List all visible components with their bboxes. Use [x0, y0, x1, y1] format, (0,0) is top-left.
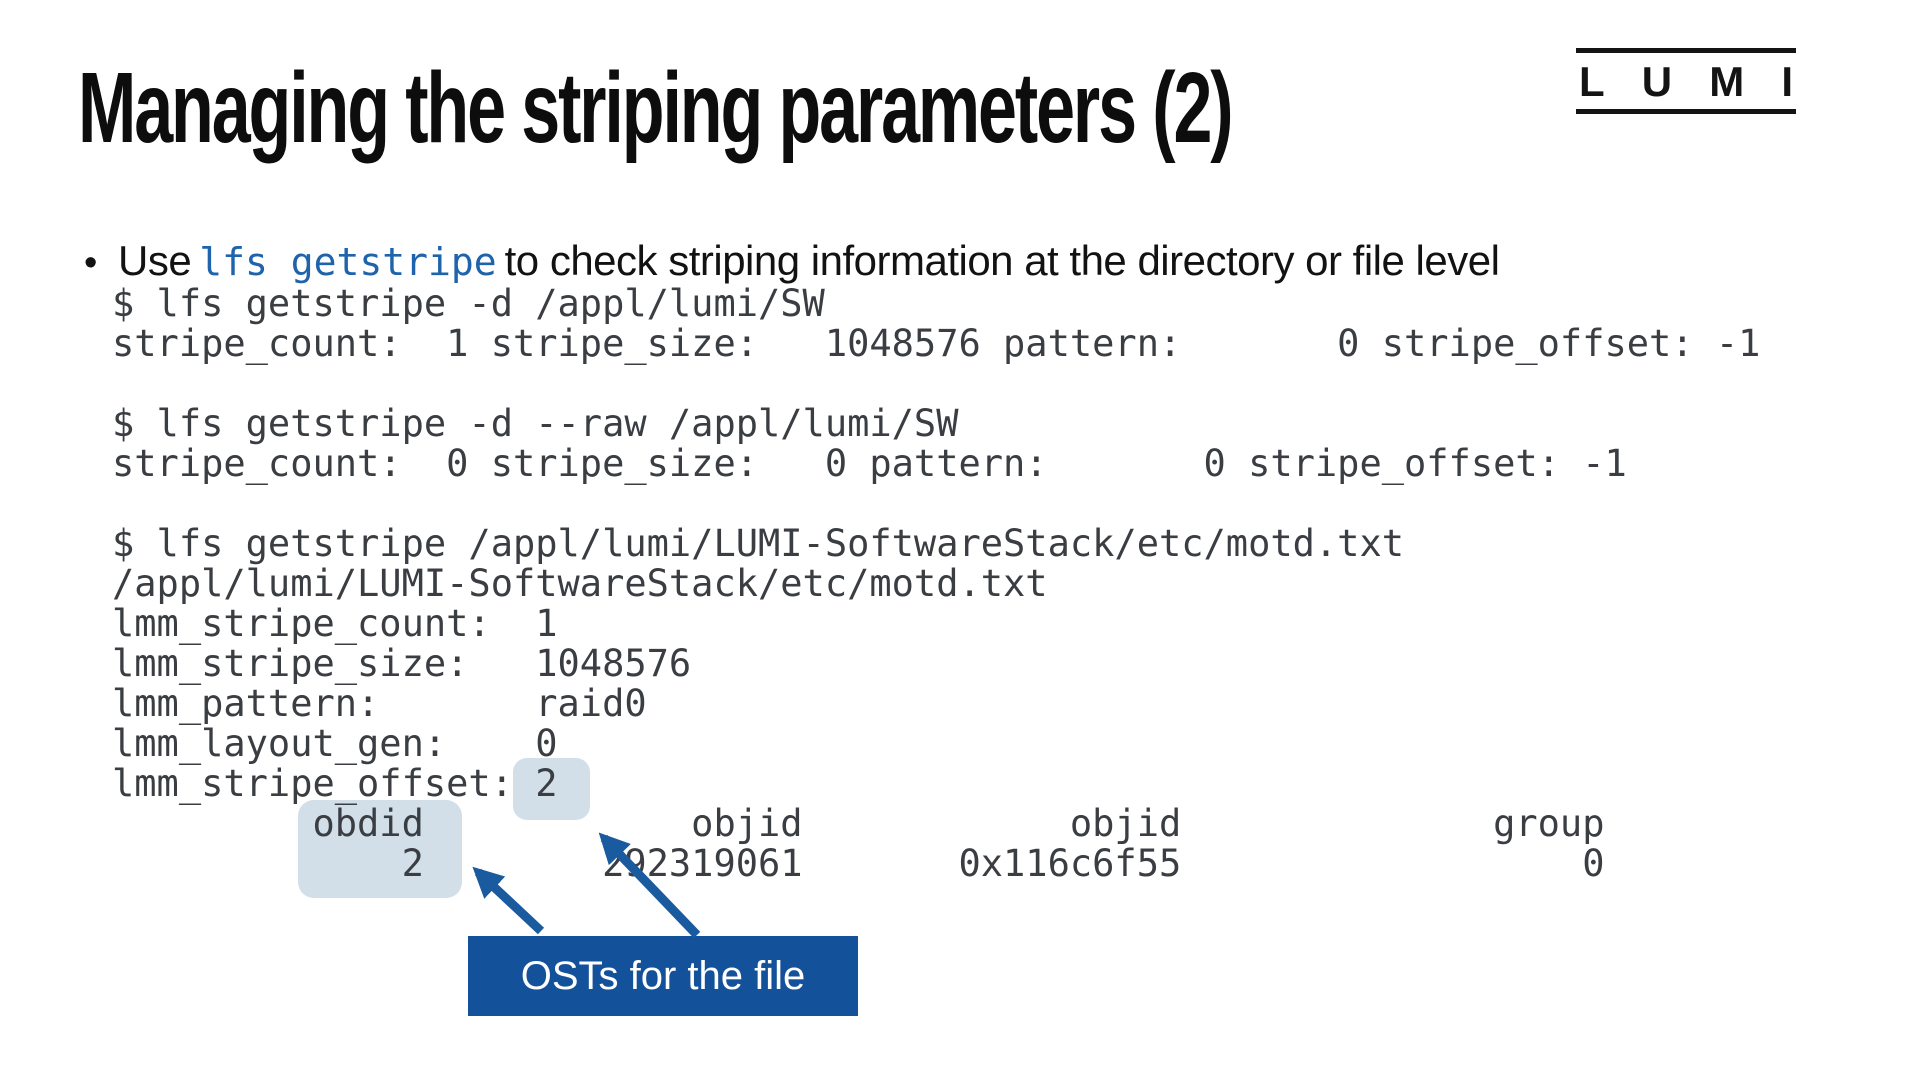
highlight-obdid-column — [298, 800, 462, 898]
bullet-marker: • — [84, 242, 97, 284]
page-title: Managing the striping parameters (2) — [78, 52, 1234, 164]
logo-letter: L — [1579, 58, 1605, 105]
logo-letter: M — [1709, 58, 1745, 105]
logo-letter: U — [1641, 58, 1673, 105]
logo-letter: I — [1781, 58, 1793, 105]
bullet-text-suffix: to check striping information at the dir… — [504, 237, 1500, 284]
highlight-stripe-offset-value — [513, 758, 590, 820]
bullet-text-prefix: Use — [118, 237, 192, 284]
terminal-text: $ lfs getstripe -d /appl/lumi/SW stripe_… — [112, 284, 1760, 884]
terminal-text-content: $ lfs getstripe -d /appl/lumi/SW stripe_… — [112, 282, 1761, 885]
terminal-output-block: $ lfs getstripe -d /appl/lumi/SW stripe_… — [112, 284, 1760, 898]
lumi-logo: L U M I — [1576, 48, 1796, 114]
callout-label: OSTs for the file — [468, 936, 858, 1016]
inline-code-lfs-getstripe: lfs getstripe — [199, 240, 497, 284]
